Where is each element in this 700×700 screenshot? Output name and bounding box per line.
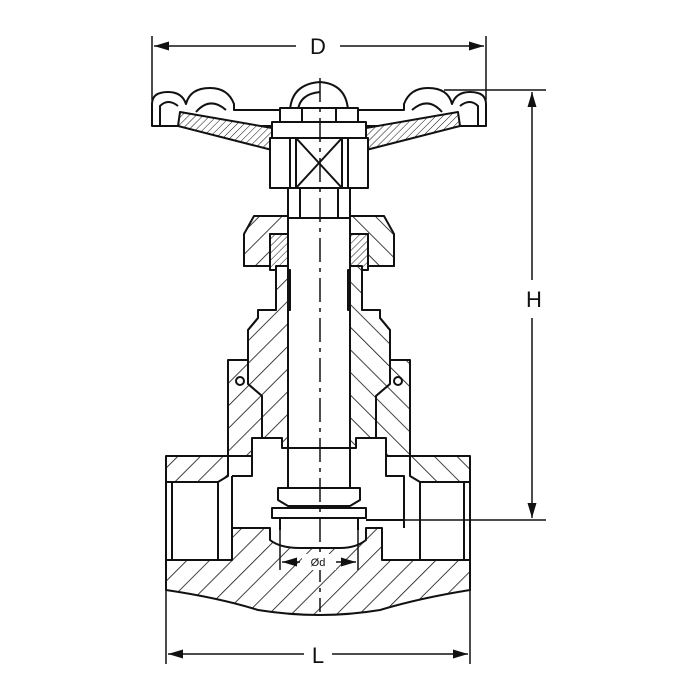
valve-disc — [271, 447, 367, 530]
handwheel — [151, 81, 487, 189]
dimension-d — [151, 36, 487, 100]
dimension-h-label: H — [526, 287, 542, 312]
dimension-d-label: D — [310, 34, 326, 59]
dimension-h — [404, 89, 546, 521]
valve-stem — [287, 187, 351, 219]
dimension-bore-label: Ød — [311, 557, 326, 569]
dimension-l — [165, 590, 471, 664]
body-neck — [227, 359, 411, 457]
gland-nut — [243, 215, 395, 267]
dimension-bore — [279, 528, 359, 570]
valve-body — [165, 455, 471, 616]
dimension-l-label: L — [312, 643, 324, 668]
bonnet — [247, 265, 391, 449]
